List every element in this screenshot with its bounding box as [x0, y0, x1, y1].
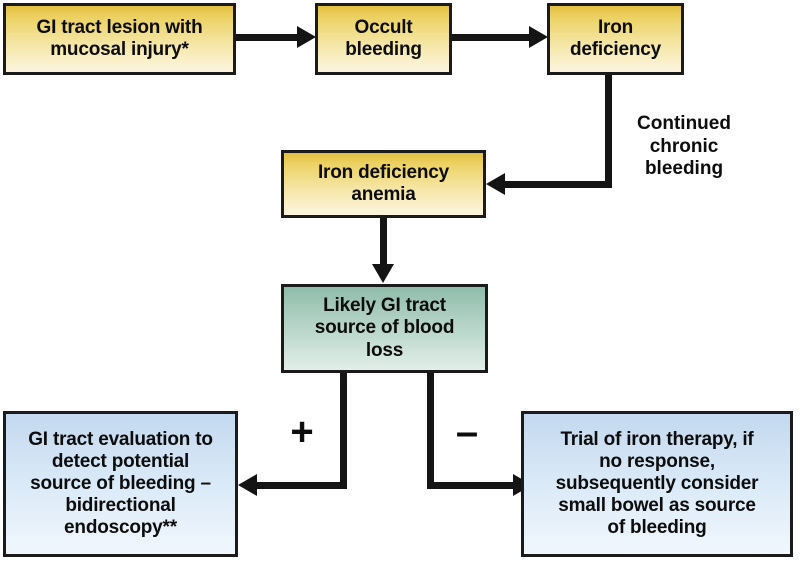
node-occult-bleeding[interactable]: Occult bleeding: [315, 3, 452, 75]
node-gi-tract-evaluation-label: GI tract evaluation to detect potential …: [28, 428, 213, 539]
branch-sign-positive: +: [282, 412, 322, 452]
node-iron-deficiency[interactable]: Iron deficiency: [547, 3, 684, 75]
node-iron-deficiency-label: Iron deficiency: [570, 16, 661, 60]
connector-lesion-to-occult-line: [236, 34, 299, 41]
connector-negative-branch-horizontal: [427, 482, 519, 489]
node-gi-tract-lesion-label: GI tract lesion with mucosal injury*: [36, 16, 203, 60]
edge-label-continued-chronic-bleeding-text: Continued chronic bleeding: [637, 112, 731, 180]
arrow-positive-branch-icon: [238, 474, 257, 496]
connector-deficiency-elbow-horizontal: [505, 181, 612, 188]
node-gi-tract-lesion[interactable]: GI tract lesion with mucosal injury*: [3, 3, 236, 75]
connector-deficiency-elbow-vertical: [605, 75, 612, 188]
connector-negative-branch-vertical: [427, 373, 434, 489]
connector-anemia-to-source-line: [380, 218, 387, 266]
branch-sign-negative: –: [447, 412, 487, 452]
node-likely-gi-source-label: Likely GI tract source of blood loss: [314, 295, 455, 361]
branch-sign-positive-text: +: [290, 410, 314, 454]
node-likely-gi-source[interactable]: Likely GI tract source of blood loss: [281, 284, 488, 373]
node-occult-bleeding-label: Occult bleeding: [345, 16, 422, 60]
node-iron-therapy-trial-label: Trial of iron therapy, if no response, s…: [555, 428, 759, 539]
arrow-lesion-to-occult-icon: [297, 26, 316, 48]
connector-positive-branch-horizontal: [257, 482, 347, 489]
connector-occult-to-deficiency-line: [452, 34, 531, 41]
node-iron-deficiency-anemia-label: Iron deficiency anemia: [317, 161, 450, 205]
arrow-anemia-to-source-icon: [372, 264, 394, 283]
arrow-deficiency-to-anemia-icon: [486, 173, 505, 195]
arrow-occult-to-deficiency-icon: [529, 26, 548, 48]
edge-label-continued-chronic-bleeding: Continued chronic bleeding: [619, 90, 749, 181]
node-gi-tract-evaluation[interactable]: GI tract evaluation to detect potential …: [3, 411, 238, 557]
connector-positive-branch-vertical: [340, 373, 347, 489]
branch-sign-negative-text: –: [455, 410, 479, 454]
node-iron-therapy-trial[interactable]: Trial of iron therapy, if no response, s…: [521, 411, 793, 557]
node-iron-deficiency-anemia[interactable]: Iron deficiency anemia: [281, 150, 486, 218]
